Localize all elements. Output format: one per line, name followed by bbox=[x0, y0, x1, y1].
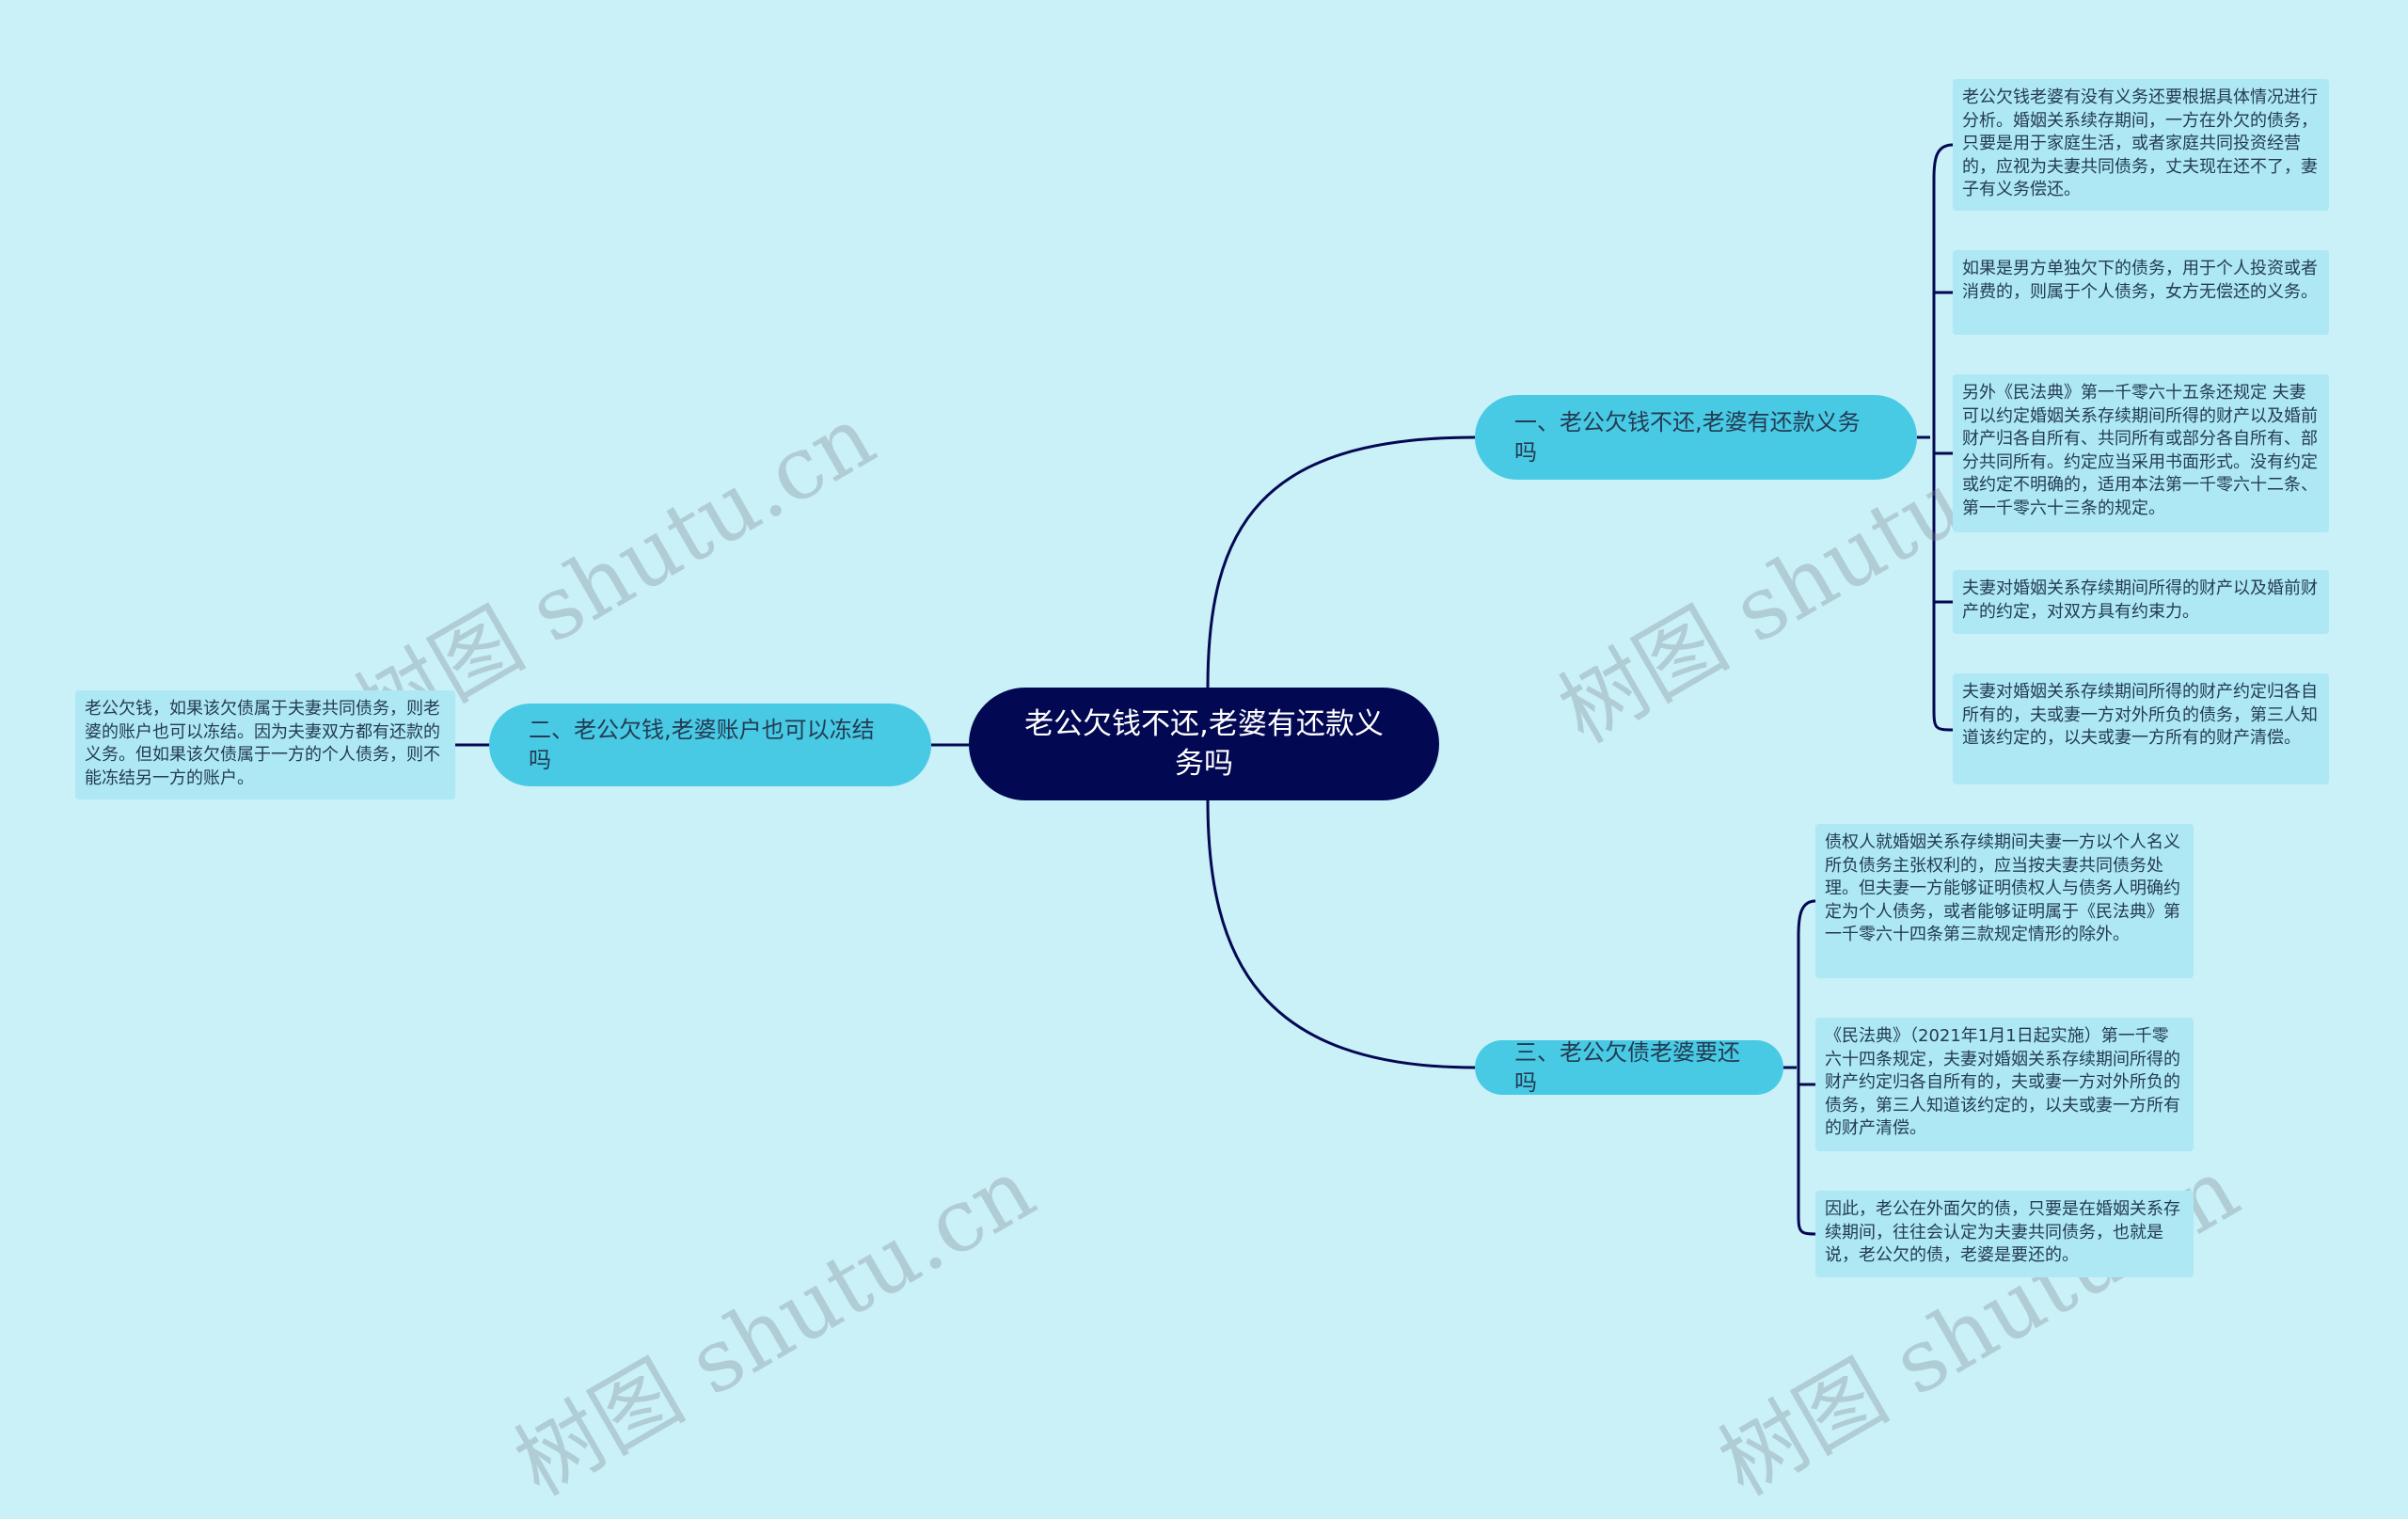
leaf-topic-7[interactable]: 债权人就婚姻关系存续期间夫妻一方以个人名义所负债务主张权利的，应当按夫妻共同债务… bbox=[1815, 824, 2194, 978]
root-topic[interactable]: 老公欠钱不还,老婆有还款义务吗 bbox=[969, 688, 1439, 800]
connector-lines bbox=[455, 143, 1954, 1236]
leaf-topic-4[interactable]: 夫妻对婚姻关系存续期间所得的财产以及婚前财产的约定，对双方具有约束力。 bbox=[1953, 570, 2329, 634]
leaf-topic-8[interactable]: 《民法典》（2021年1月1日起实施）第一千零六十四条规定，夫妻对婚姻关系存续期… bbox=[1815, 1018, 2194, 1151]
leaf-topic-3[interactable]: 另外《民法典》第一千零六十五条还规定 夫妻可以约定婚姻关系存续期间所得的财产以及… bbox=[1953, 374, 2329, 532]
branch-topic-2[interactable]: 二、老公欠钱,老婆账户也可以冻结吗 bbox=[489, 704, 931, 786]
leaf-topic-6[interactable]: 老公欠钱，如果该欠债属于夫妻共同债务，则老婆的账户也可以冻结。因为夫妻双方都有还… bbox=[75, 690, 455, 799]
link-root-branch3 bbox=[1206, 799, 1476, 1069]
leaf-topic-5[interactable]: 夫妻对婚姻关系存续期间所得的财产约定归各自所有的，夫或妻一方对外所负的债务，第三… bbox=[1953, 673, 2329, 784]
leaf-topic-9[interactable]: 因此，老公在外面欠的债，只要是在婚姻关系存续期间，往往会认定为夫妻共同债务，也就… bbox=[1815, 1191, 2194, 1277]
leaf-topic-2[interactable]: 如果是男方单独欠下的债务，用于个人投资或者消费的，则属于个人债务，女方无偿还的义… bbox=[1953, 250, 2329, 335]
branch-topic-3[interactable]: 三、老公欠债老婆要还吗 bbox=[1475, 1039, 1783, 1096]
leaf-topic-1[interactable]: 老公欠钱老婆有没有义务还要根据具体情况进行分析。婚姻关系续存期间，一方在外欠的债… bbox=[1953, 79, 2329, 211]
bracket-branch3 bbox=[1797, 899, 1816, 1236]
bracket-branch1 bbox=[1932, 143, 1954, 732]
link-root-branch1 bbox=[1206, 435, 1476, 688]
branch-topic-1[interactable]: 一、老公欠钱不还,老婆有还款义务吗 bbox=[1475, 395, 1917, 480]
